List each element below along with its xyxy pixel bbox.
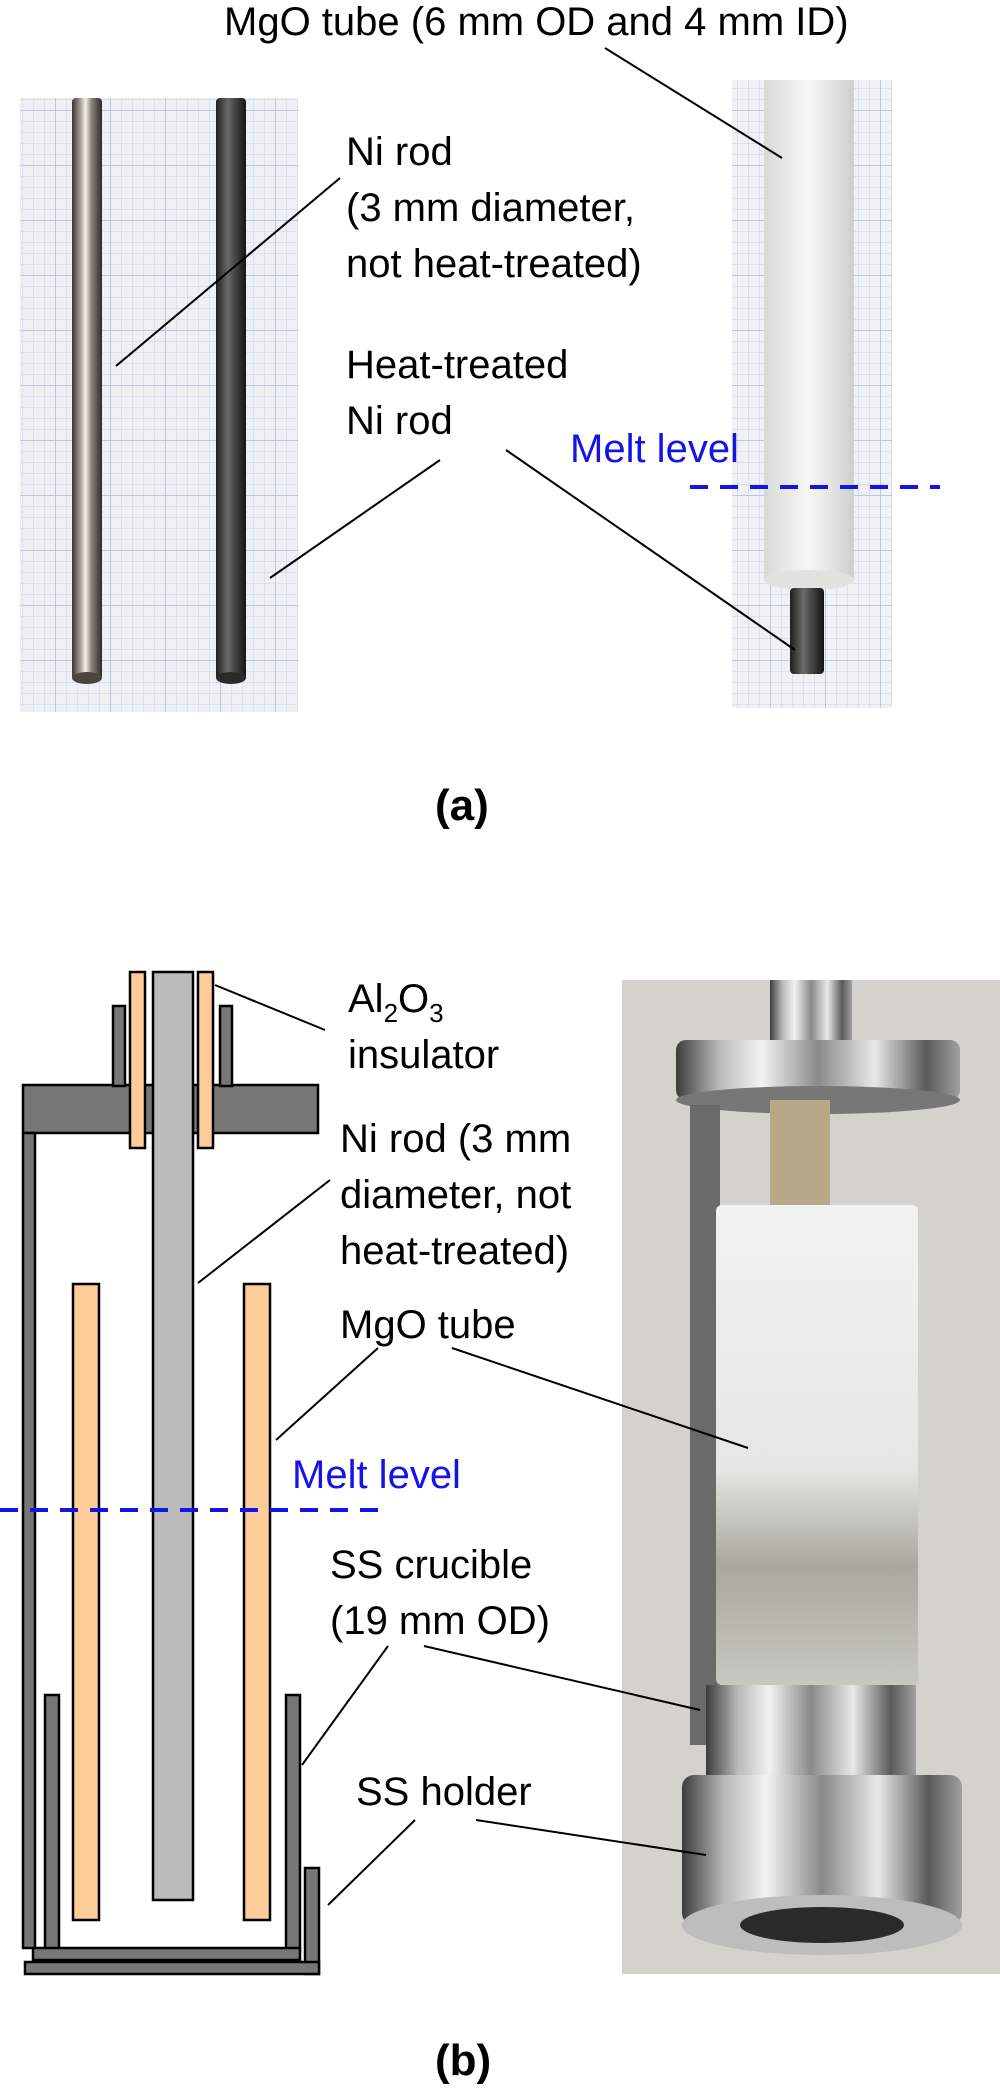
ss-crucible-bottom xyxy=(31,1946,302,1962)
leader-insulator xyxy=(214,984,326,1031)
heat-treated-rod-tip xyxy=(790,588,824,674)
mgo-tube-label-b: MgO tube xyxy=(340,1303,516,1347)
mgo-tube-wall-left xyxy=(71,1282,101,1922)
photo-ss-holder xyxy=(682,1775,962,1925)
melt-level-label-a: Melt level xyxy=(570,427,739,471)
photo-ni-rods xyxy=(20,98,298,712)
crucible-label-line2: (19 mm OD) xyxy=(330,1599,550,1643)
ni-rod-heat-treated xyxy=(216,98,246,680)
leader-mgo-tube-a xyxy=(604,47,783,159)
leader-crucible-right xyxy=(423,1645,701,1711)
panel-b: Al2O3 insulator Ni rod (3 mm diameter, n… xyxy=(0,970,1000,2085)
leader-heat-treated-left xyxy=(269,459,441,579)
panel-a: MgO tube (6 mm OD and 4 mm ID) Ni rod (3… xyxy=(20,0,940,830)
ss-crucible-left xyxy=(43,1693,61,1953)
melt-level-label-b: Melt level xyxy=(292,1453,461,1497)
photo-mgo-tube xyxy=(716,1205,918,1685)
panel-b-caption: (b) xyxy=(435,2036,491,2085)
ni-rod-schematic xyxy=(151,970,195,1902)
mgo-tube xyxy=(764,80,854,580)
photo-assembled-cell xyxy=(622,980,1000,1974)
mgo-tube-spec-label: MgO tube (6 mm OD and 4 mm ID) xyxy=(224,0,849,44)
ni-rod-label-b-line2: diameter, not xyxy=(340,1173,571,1217)
leader-holder-left xyxy=(327,1819,416,1906)
leader-crucible-left xyxy=(301,1645,389,1766)
ni-rod-untreated xyxy=(72,98,102,680)
photo-top-flange xyxy=(676,1040,960,1100)
leader-mgo-tube-b-left xyxy=(275,1347,379,1441)
heat-treated-label-line1: Heat-treated xyxy=(346,343,568,387)
leader-ni-rod-a xyxy=(115,177,341,367)
leader-ni-rod-b xyxy=(197,1179,331,1284)
ss-holder-right xyxy=(303,1866,321,1976)
leader-heat-treated-right xyxy=(505,449,796,651)
al2o3-insulator-right xyxy=(196,970,215,1150)
ni-rod-label-b-line1: Ni rod (3 mm xyxy=(340,1117,571,1161)
ni-rod-label-b-line3: heat-treated) xyxy=(340,1229,569,1273)
mgo-tube-wall-right xyxy=(242,1282,272,1922)
ni-rod-label-line1: Ni rod xyxy=(346,130,453,174)
insulator-label-line1: Al2O3 xyxy=(348,977,444,1028)
crucible-label-line1: SS crucible xyxy=(330,1543,532,1587)
al2o3-insulator-left xyxy=(128,970,147,1150)
ss-crucible-wall-left xyxy=(21,1131,37,1950)
ni-rod-label-line3: not heat-treated) xyxy=(346,242,642,286)
holder-label: SS holder xyxy=(356,1770,532,1814)
heat-treated-label-line2: Ni rod xyxy=(346,399,453,443)
schematic xyxy=(21,970,321,1976)
photo-mgo-tube xyxy=(732,80,892,708)
ss-holder-bottom xyxy=(23,1960,321,1976)
panel-a-caption: (a) xyxy=(435,781,489,830)
leader-holder-right xyxy=(475,1819,707,1856)
ss-crucible-right xyxy=(284,1693,302,1953)
leader-mgo-tube-b-right xyxy=(451,1347,749,1449)
ni-rod-label-line2: (3 mm diameter, xyxy=(346,186,635,230)
insulator-label-line2: insulator xyxy=(348,1033,499,1077)
